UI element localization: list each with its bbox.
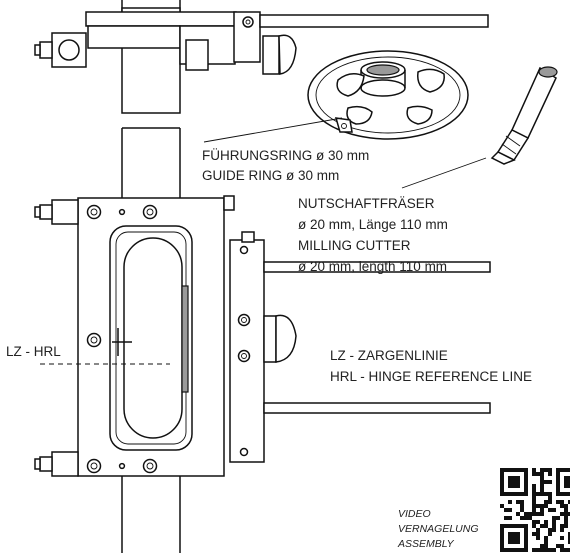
legend-hrl: HRL - HINGE REFERENCE LINE xyxy=(330,369,532,384)
cutter-leader xyxy=(401,157,487,189)
cutter-label-de-2: ø 20 mm, Länge 110 mm xyxy=(298,217,448,232)
cutter-label-de-1: NUTSCHAFTFRÄSER xyxy=(298,196,435,211)
cutter-label-en-2: ø 20 mm, length 110 mm xyxy=(298,259,447,274)
side-slider xyxy=(229,231,491,463)
video-label-1: VIDEO xyxy=(398,508,431,520)
milling-cutter xyxy=(490,66,558,165)
guide-ring-leader xyxy=(203,117,343,143)
guide-ring-label-en: GUIDE RING ø 30 mm xyxy=(202,168,339,183)
qr-code-icon[interactable] xyxy=(500,468,570,552)
vertical-column xyxy=(121,0,181,553)
video-label-3: ASSEMBLY xyxy=(397,538,455,550)
video-label-2: VERNAGELUNG xyxy=(398,523,479,535)
top-clamp xyxy=(34,7,489,114)
lz-hrl-label: LZ - HRL xyxy=(6,344,61,359)
guide-ring-label-de: FÜHRUNGSRING ø 30 mm xyxy=(202,148,369,163)
cutter-label-en-1: MILLING CUTTER xyxy=(298,238,411,253)
jig-body xyxy=(34,195,235,477)
legend-lz: LZ - ZARGENLINIE xyxy=(330,348,448,363)
guide-ring xyxy=(307,50,469,140)
